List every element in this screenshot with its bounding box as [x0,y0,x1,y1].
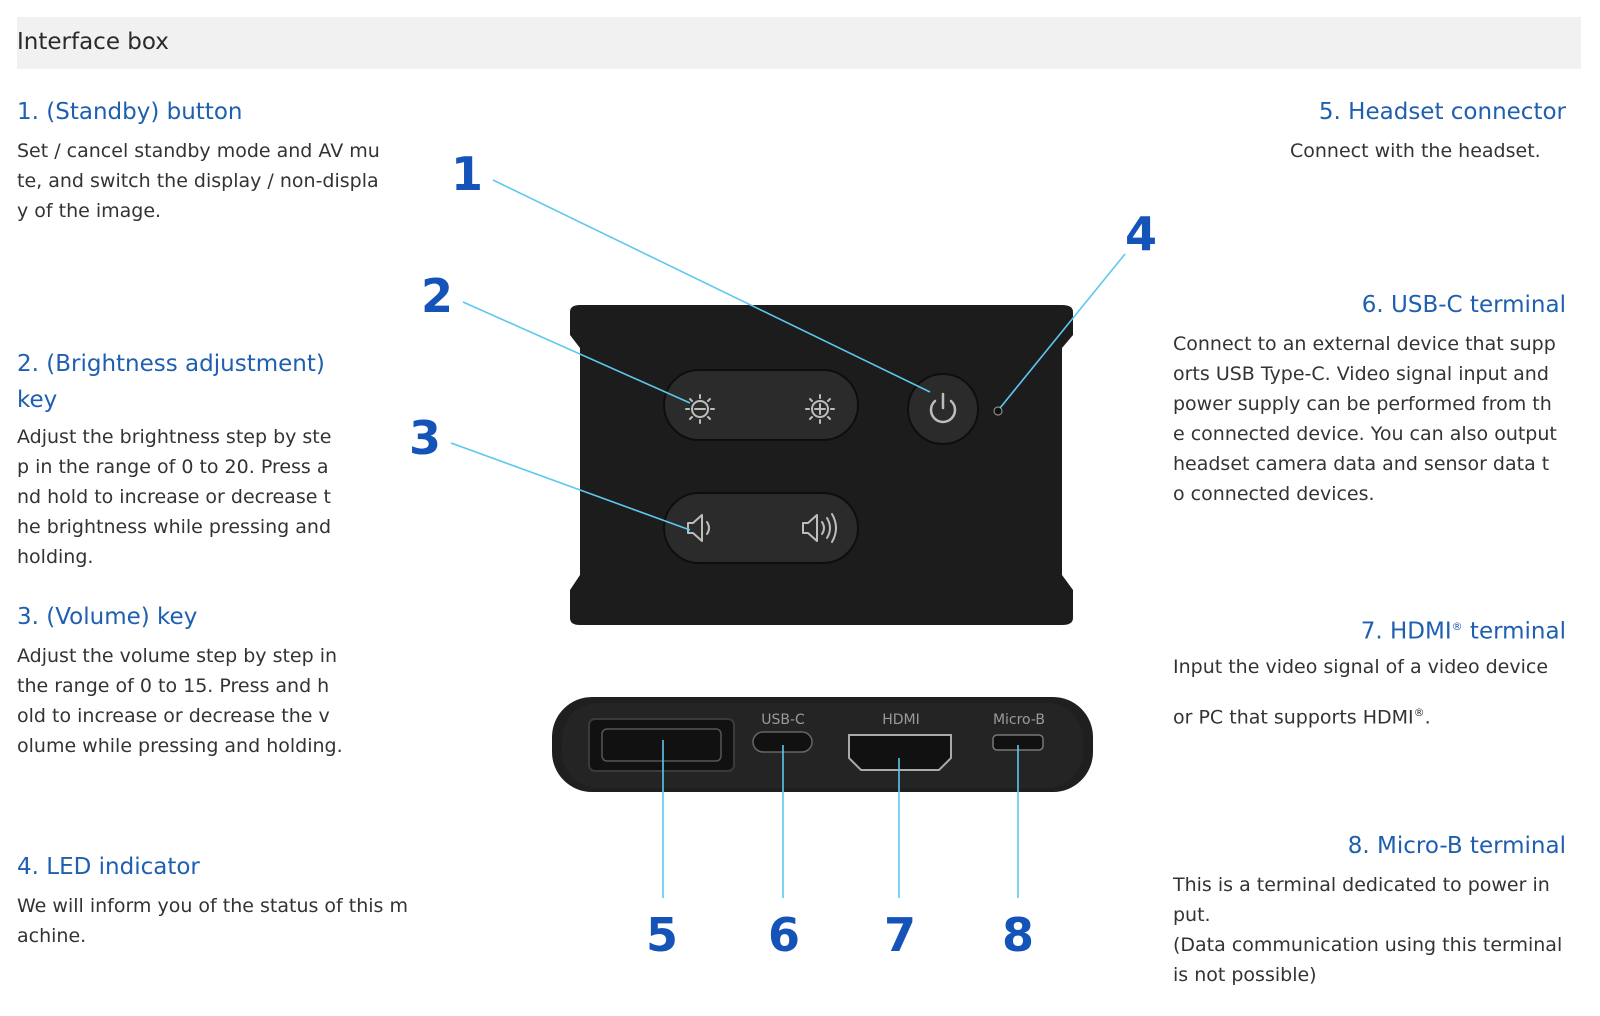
hdmi-port [848,734,952,771]
port-label-usb-c: USB-C [761,712,805,728]
section-4-title: 4. LED indicator [17,854,200,880]
section-5-title: 5. Headset connector [1318,99,1566,125]
header-bar [17,17,1581,69]
callout-5: 5 [646,908,678,962]
section-6-desc: Connect to an external device that supp … [1173,333,1557,505]
page-title: Interface box [17,29,169,55]
section-7-title: 7. HDMI® terminal [1361,609,1566,650]
callout-6: 6 [768,908,800,962]
leader-lines [450,179,1126,898]
section-1-title: 1. (Standby) button [17,99,243,125]
section-2-title: 2. (Brightness adjustment) key [17,351,325,413]
leader-line-2 [462,301,691,404]
hdmi-desc-text: or PC that supports HDMI [1173,706,1414,729]
callout-8: 8 [1002,908,1034,962]
section-3-desc: Adjust the volume step by step in the ra… [17,645,343,757]
section-8-desc: This is a terminal dedicated to power in… [1173,874,1563,986]
section-7-desc-line2: or PC that supports HDMI®. [1173,698,1431,732]
section-8-title: 8. Micro-B terminal [1347,833,1566,859]
brightness-key [663,369,859,441]
registered-mark: ® [1451,620,1463,633]
section-5-desc: Connect with the headset. [1290,140,1541,162]
headset-connector [588,718,735,772]
section-6-title: 6. USB-C terminal [1361,292,1566,318]
section-1-desc: Set / cancel standby mode and AV mu te, … [17,140,380,222]
volume-key [663,492,859,564]
brightness-up-icon [805,394,835,424]
hdmi-title-suffix: terminal [1469,618,1566,645]
section-3-title: 3. (Volume) key [17,604,198,630]
section-4-desc: We will inform you of the status of this… [17,895,408,947]
leader-line-1 [492,179,931,393]
port-label-micro-b: Micro-B [993,712,1045,728]
callout-7: 7 [884,908,916,962]
hdmi-desc-end: . [1424,706,1431,729]
led-indicator [993,406,1003,416]
port-label-hdmi: HDMI [882,712,920,728]
section-7-desc-line1: Input the video signal of a video device [1173,656,1549,678]
callout-3: 3 [409,411,441,465]
registered-mark: ® [1413,706,1425,719]
leader-line-4 [999,253,1126,409]
callout-1: 1 [451,147,483,201]
device-port-view [552,697,1093,792]
device-top-view [570,305,1073,625]
brightness-down-icon [685,394,715,424]
callout-2: 2 [421,269,453,323]
callout-4: 4 [1125,207,1157,261]
leader-line-3 [450,442,691,531]
hdmi-title-text: 7. HDMI [1360,618,1452,645]
volume-up-icon [802,513,837,543]
section-2-desc: Adjust the brightness step by ste p in t… [17,426,332,568]
power-icon [929,392,957,424]
volume-down-icon [687,514,710,542]
